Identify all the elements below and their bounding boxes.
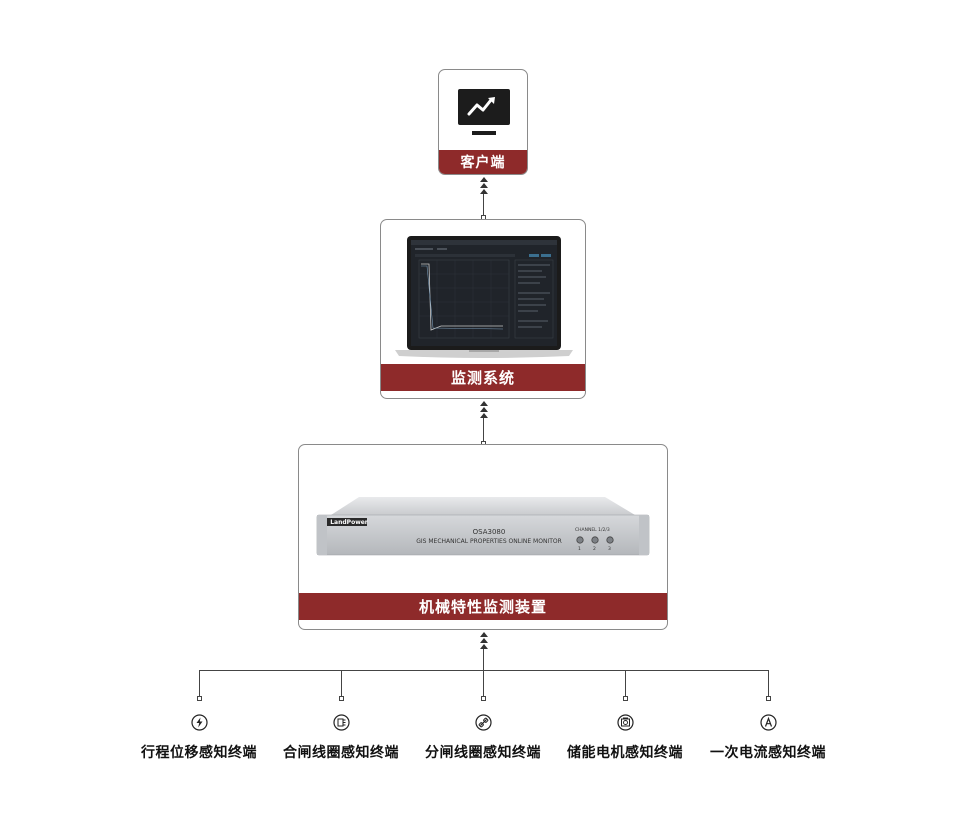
sensor-label: 合闸线圈感知终端	[283, 745, 399, 761]
connector-node	[623, 696, 628, 701]
sensor-opening-coil: 分闸线圈感知终端	[408, 714, 558, 762]
sensor-closing-coil: 合闸线圈感知终端	[266, 714, 416, 762]
monitoring-system-node: 监测系统	[380, 219, 586, 399]
connector-node	[197, 696, 202, 701]
connector-node	[766, 696, 771, 701]
rack-device-icon	[316, 497, 650, 556]
connector-line	[483, 649, 484, 697]
connector-line	[341, 670, 342, 697]
motor-icon	[616, 714, 634, 731]
device-port-label: 2	[593, 547, 596, 552]
client-node: 客户端	[438, 69, 528, 175]
monitoring-system-label: 监测系统	[381, 364, 585, 391]
sensor-label: 一次电流感知终端	[710, 745, 826, 761]
device-subtitle: GIS MECHANICAL PROPERTIES ONLINE MONITOR	[416, 538, 562, 545]
connector-line	[625, 670, 626, 697]
ampere-icon	[759, 714, 777, 731]
lightning-icon	[190, 714, 208, 731]
laptop-icon	[395, 236, 573, 358]
connector-node	[339, 696, 344, 701]
coil-icon	[332, 714, 350, 731]
up-arrows-icon	[480, 401, 488, 418]
monitor-chart-icon	[458, 89, 510, 135]
sensor-label: 储能电机感知终端	[567, 745, 683, 761]
connector-line	[199, 670, 200, 697]
connector-line	[483, 418, 484, 442]
device-label: 机械特性监测装置	[299, 593, 667, 620]
sensor-label: 行程位移感知终端	[141, 745, 257, 761]
client-label: 客户端	[439, 150, 527, 174]
device-node: LandPower OSA3080 GIS MECHANICAL PROPERT…	[298, 444, 668, 630]
device-brand: LandPower	[330, 519, 368, 526]
device-channel: CHANNEL 1/2/3	[575, 528, 610, 533]
sensor-primary-current: 一次电流感知终端	[693, 714, 843, 762]
device-port-label: 3	[608, 547, 611, 552]
sensor-bus-line	[199, 670, 769, 671]
connector-line	[768, 670, 769, 697]
device-channel-range: 1/2/3	[598, 528, 610, 533]
sensor-label: 分闸线圈感知终端	[425, 745, 541, 761]
connector-node	[481, 696, 486, 701]
device-port-label: 1	[578, 547, 581, 552]
up-arrows-icon	[480, 177, 488, 194]
connector-line	[483, 194, 484, 216]
link-icon	[474, 714, 492, 731]
device-channel-label: CHANNEL	[575, 528, 597, 533]
sensor-energy-storage-motor: 储能电机感知终端	[550, 714, 700, 762]
sensor-travel-displacement: 行程位移感知终端	[124, 714, 274, 762]
up-arrows-icon	[480, 632, 488, 649]
device-model: OSA3080	[472, 528, 506, 536]
